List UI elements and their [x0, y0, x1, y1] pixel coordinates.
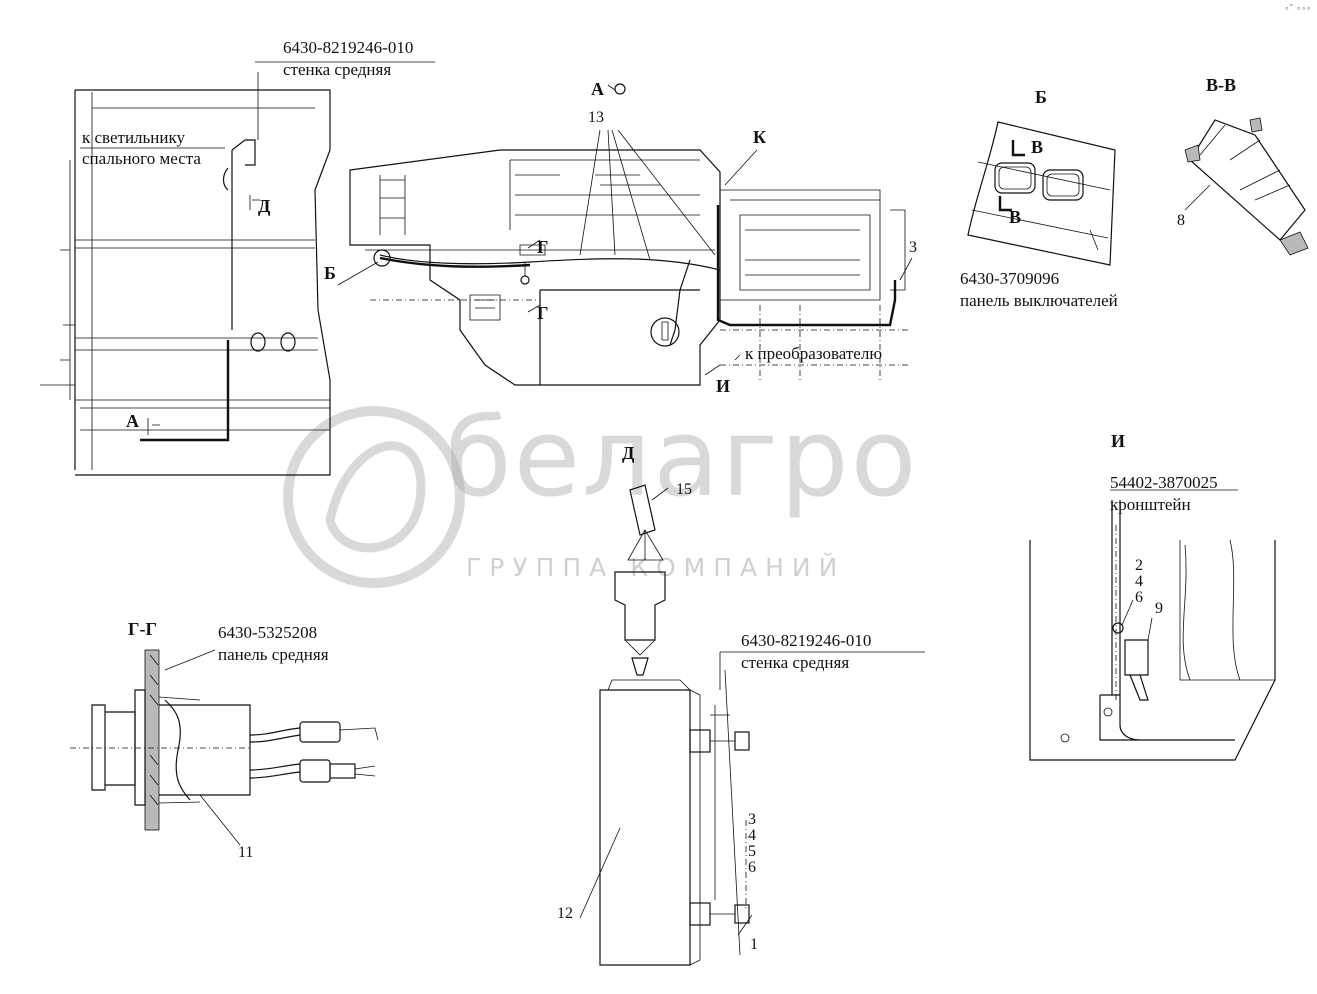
pos-1: 1 — [750, 936, 758, 953]
pos-9: 9 — [1155, 600, 1163, 617]
g-marker-bottom: Г — [537, 303, 549, 323]
corner-mark: ∘˚ ∘∘∘ — [1284, 4, 1311, 13]
pos-8: 8 — [1177, 212, 1185, 229]
a-marker: А — [126, 411, 139, 431]
fasteners-main: 3 4 5 6 — [748, 812, 756, 876]
view-vv-header: В-В — [1206, 75, 1237, 95]
lamp-detail-view — [614, 484, 669, 676]
converter-label: к преобразователю — [745, 344, 883, 363]
fastener-2: 2 — [1135, 557, 1143, 574]
v-marker-bottom: В — [1009, 207, 1022, 227]
view-a-header: А — [591, 79, 604, 99]
wall-mid-name: стенка средняя — [741, 653, 850, 672]
fastener-6b: 6 — [1135, 589, 1143, 606]
fastener-3: 3 — [748, 811, 756, 828]
dashboard-view — [337, 83, 913, 386]
b-marker: Б — [324, 263, 336, 283]
bracket-name: кронштейн — [1110, 495, 1191, 514]
panel-mid-code: 6430-5325208 — [218, 623, 318, 642]
lamp-label-line1: к светильнику — [82, 128, 186, 147]
switch-panel-code: 6430-3709096 — [960, 269, 1060, 288]
switch-panel-view — [967, 121, 1116, 266]
view-d-header: Д — [622, 443, 635, 463]
wall-top-code: 6430-8219246-010 — [283, 38, 414, 57]
pos-11: 11 — [238, 844, 254, 861]
view-i-header: И — [1111, 431, 1126, 451]
watermark-subtitle: ГРУППА КОМПАНИЙ — [466, 553, 846, 582]
i-marker: И — [716, 376, 731, 396]
d-marker: Д — [258, 196, 271, 216]
panel-mid-name: панель средняя — [218, 645, 329, 664]
watermark-brand: белагро — [445, 396, 919, 521]
g-marker-top: Г — [537, 237, 549, 257]
pos-13: 13 — [588, 109, 604, 126]
fastener-4b: 4 — [1135, 573, 1143, 590]
switch-section-view — [1184, 117, 1309, 256]
wall-mid-code: 6430-8219246-010 — [741, 631, 872, 650]
view-gg-header: Г-Г — [128, 619, 157, 639]
k-marker: К — [753, 127, 767, 147]
cab-side-view — [40, 61, 435, 476]
pos-3: 3 — [909, 239, 917, 256]
wall-top-name: стенка средняя — [283, 60, 392, 79]
pos-12: 12 — [557, 905, 573, 922]
grommet-section-view — [70, 649, 379, 846]
pos-15: 15 — [676, 481, 692, 498]
fastener-6: 6 — [748, 859, 756, 876]
view-b-header: Б — [1035, 87, 1047, 107]
bracket-code: 54402-3870025 — [1110, 473, 1218, 492]
fastener-5: 5 — [748, 843, 756, 860]
bracket-detail-view — [1029, 489, 1276, 761]
converter-block-view — [579, 651, 925, 966]
switch-panel-name: панель выключателей — [960, 291, 1118, 310]
fastener-4: 4 — [748, 827, 756, 844]
v-marker-top: В — [1031, 137, 1044, 157]
fasteners-bracket: 2 4 6 — [1135, 558, 1143, 606]
lamp-label-line2: спального места — [82, 149, 201, 168]
